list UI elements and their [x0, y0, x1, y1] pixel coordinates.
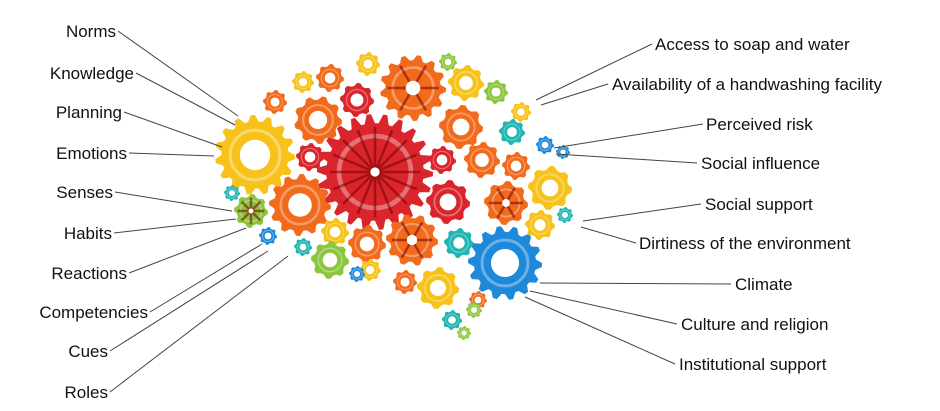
gear-green-small-4	[466, 302, 482, 318]
gear-blue-small-4	[556, 145, 570, 159]
right-labels: Access to soap and water Availability of…	[612, 35, 882, 374]
gear-orange-low	[386, 214, 438, 266]
label-access-to-soap-and-water: Access to soap and water	[655, 35, 850, 54]
gear-yellow-top	[448, 65, 484, 101]
gear-blue-large	[468, 226, 542, 300]
line-social-support	[582, 203, 702, 222]
gear-red-right	[426, 180, 470, 224]
line-institutional-support	[524, 296, 676, 365]
line-availability-of-handwashing-facility	[540, 83, 609, 106]
gear-red-small-1	[428, 146, 456, 174]
gear-green-left	[234, 194, 268, 228]
gear-orange-small-3	[502, 152, 530, 180]
gear-teal-small	[557, 207, 573, 223]
label-perceived-risk: Perceived risk	[706, 115, 813, 134]
brain-gears-illustration	[215, 52, 573, 340]
gear-teal-small-3	[442, 310, 462, 330]
label-availability-of-handwashing-facility: Availability of a handwashing facility	[612, 75, 882, 94]
label-emotions: Emotions	[56, 144, 127, 163]
label-habits: Habits	[64, 224, 112, 243]
line-roles	[109, 255, 289, 393]
label-climate: Climate	[735, 275, 793, 294]
label-social-influence: Social influence	[701, 154, 820, 173]
gear-yellow-bottom	[417, 267, 459, 309]
label-cues: Cues	[68, 342, 108, 361]
label-reactions: Reactions	[51, 264, 127, 283]
gear-yellow-small-2	[292, 71, 314, 93]
line-habits	[113, 218, 237, 234]
gear-orange-right	[484, 181, 528, 225]
gear-orange-mid-2	[464, 142, 500, 178]
line-social-influence	[555, 153, 698, 164]
gear-yellow-small-1	[356, 52, 380, 76]
gear-orange-left	[269, 174, 331, 236]
gear-red-small-2	[296, 143, 324, 171]
gear-orange-top	[380, 55, 446, 122]
gear-yellow-small-5	[321, 218, 349, 246]
line-climate	[539, 282, 732, 285]
gear-green-low	[311, 241, 349, 279]
gear-teal-1	[499, 119, 525, 145]
line-norms	[117, 30, 239, 117]
line-senses	[114, 191, 233, 212]
label-dirtiness-of-the-environment: Dirtiness of the environment	[639, 234, 851, 253]
gear-red-top	[340, 83, 374, 117]
line-culture-and-religion	[529, 290, 678, 325]
line-access-to-soap-and-water	[535, 43, 653, 101]
gear-blue-small-1	[536, 136, 554, 154]
gear-yellow-small-3	[511, 102, 531, 122]
connector-lines	[109, 30, 732, 393]
gear-teal-small-4	[224, 185, 240, 201]
gear-red-large	[317, 114, 433, 230]
gear-orange-small-1	[316, 64, 344, 92]
gear-yellow-left	[215, 115, 295, 195]
gear-teal-small-2	[294, 238, 312, 256]
gear-orange-small-5	[393, 270, 417, 294]
line-competencies	[149, 243, 263, 313]
label-knowledge: Knowledge	[50, 64, 134, 83]
left-labels: Norms Knowledge Planning Emotions Senses…	[39, 22, 148, 402]
gear-yellow-small-4	[525, 210, 555, 240]
label-roles: Roles	[65, 383, 108, 402]
label-senses: Senses	[56, 183, 113, 202]
gear-blue-small-3	[349, 266, 365, 282]
gear-orange-topleft	[294, 96, 342, 144]
line-emotions	[128, 152, 215, 157]
line-cues	[109, 250, 269, 352]
label-norms: Norms	[66, 22, 116, 41]
gear-orange-small-4	[348, 225, 386, 263]
gear-orange-small-2	[263, 90, 287, 114]
label-planning: Planning	[56, 103, 122, 122]
gear-teal-2	[444, 228, 474, 258]
label-social-support: Social support	[705, 195, 813, 214]
gear-yellow-right	[528, 166, 572, 210]
gear-green-small-3	[457, 326, 471, 340]
line-planning	[123, 111, 223, 148]
line-reactions	[128, 227, 247, 274]
line-dirtiness-of-the-environment	[580, 226, 637, 244]
label-institutional-support: Institutional support	[679, 355, 827, 374]
line-knowledge	[135, 72, 236, 126]
label-culture-and-religion: Culture and religion	[681, 315, 828, 334]
gear-green-small-1	[439, 53, 457, 71]
gear-green-small-2	[484, 80, 508, 104]
gear-orange-mid	[439, 105, 483, 149]
gear-blue-small-2	[259, 227, 277, 245]
label-competencies: Competencies	[39, 303, 148, 322]
line-perceived-risk	[553, 123, 704, 149]
